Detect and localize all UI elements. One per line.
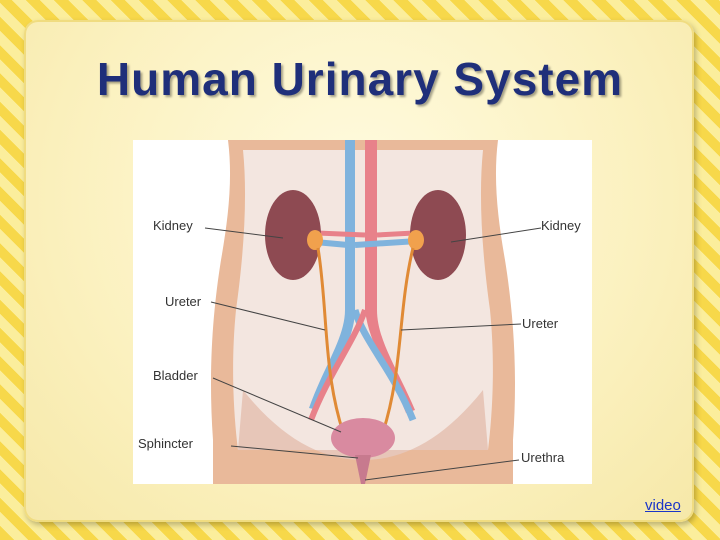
- kidney-left-organ: [265, 190, 321, 280]
- bladder-organ: [331, 418, 395, 458]
- anatomy-illustration: Kidney Kidney Ureter Ureter Bladder Sphi…: [138, 140, 581, 484]
- label-ureter-left: Ureter: [165, 294, 202, 309]
- renal-pelvis-left: [307, 230, 323, 250]
- pelvis-shading: [238, 390, 488, 460]
- label-kidney-left: Kidney: [153, 218, 193, 233]
- kidney-right-organ: [410, 190, 466, 280]
- ureter-right-organ: [381, 247, 415, 433]
- slide-title: Human Urinary System: [96, 53, 624, 105]
- label-sphincter: Sphincter: [138, 436, 194, 451]
- video-link[interactable]: video: [645, 497, 681, 514]
- vena-cava: [309, 140, 355, 410]
- urethra-organ: [355, 455, 371, 484]
- label-kidney-right: Kidney: [541, 218, 581, 233]
- urinary-system-diagram: Kidney Kidney Ureter Ureter Bladder Sphi…: [133, 140, 592, 484]
- label-urethra: Urethra: [521, 450, 565, 465]
- label-bladder: Bladder: [153, 368, 198, 383]
- ureter-left-organ: [316, 247, 345, 433]
- renal-pelvis-right: [408, 230, 424, 250]
- leader-lines: [204, 227, 542, 481]
- label-ureter-right: Ureter: [522, 316, 559, 331]
- abdominal-cavity: [233, 150, 493, 450]
- aorta: [365, 140, 415, 413]
- aorta-left-branch: [308, 309, 368, 422]
